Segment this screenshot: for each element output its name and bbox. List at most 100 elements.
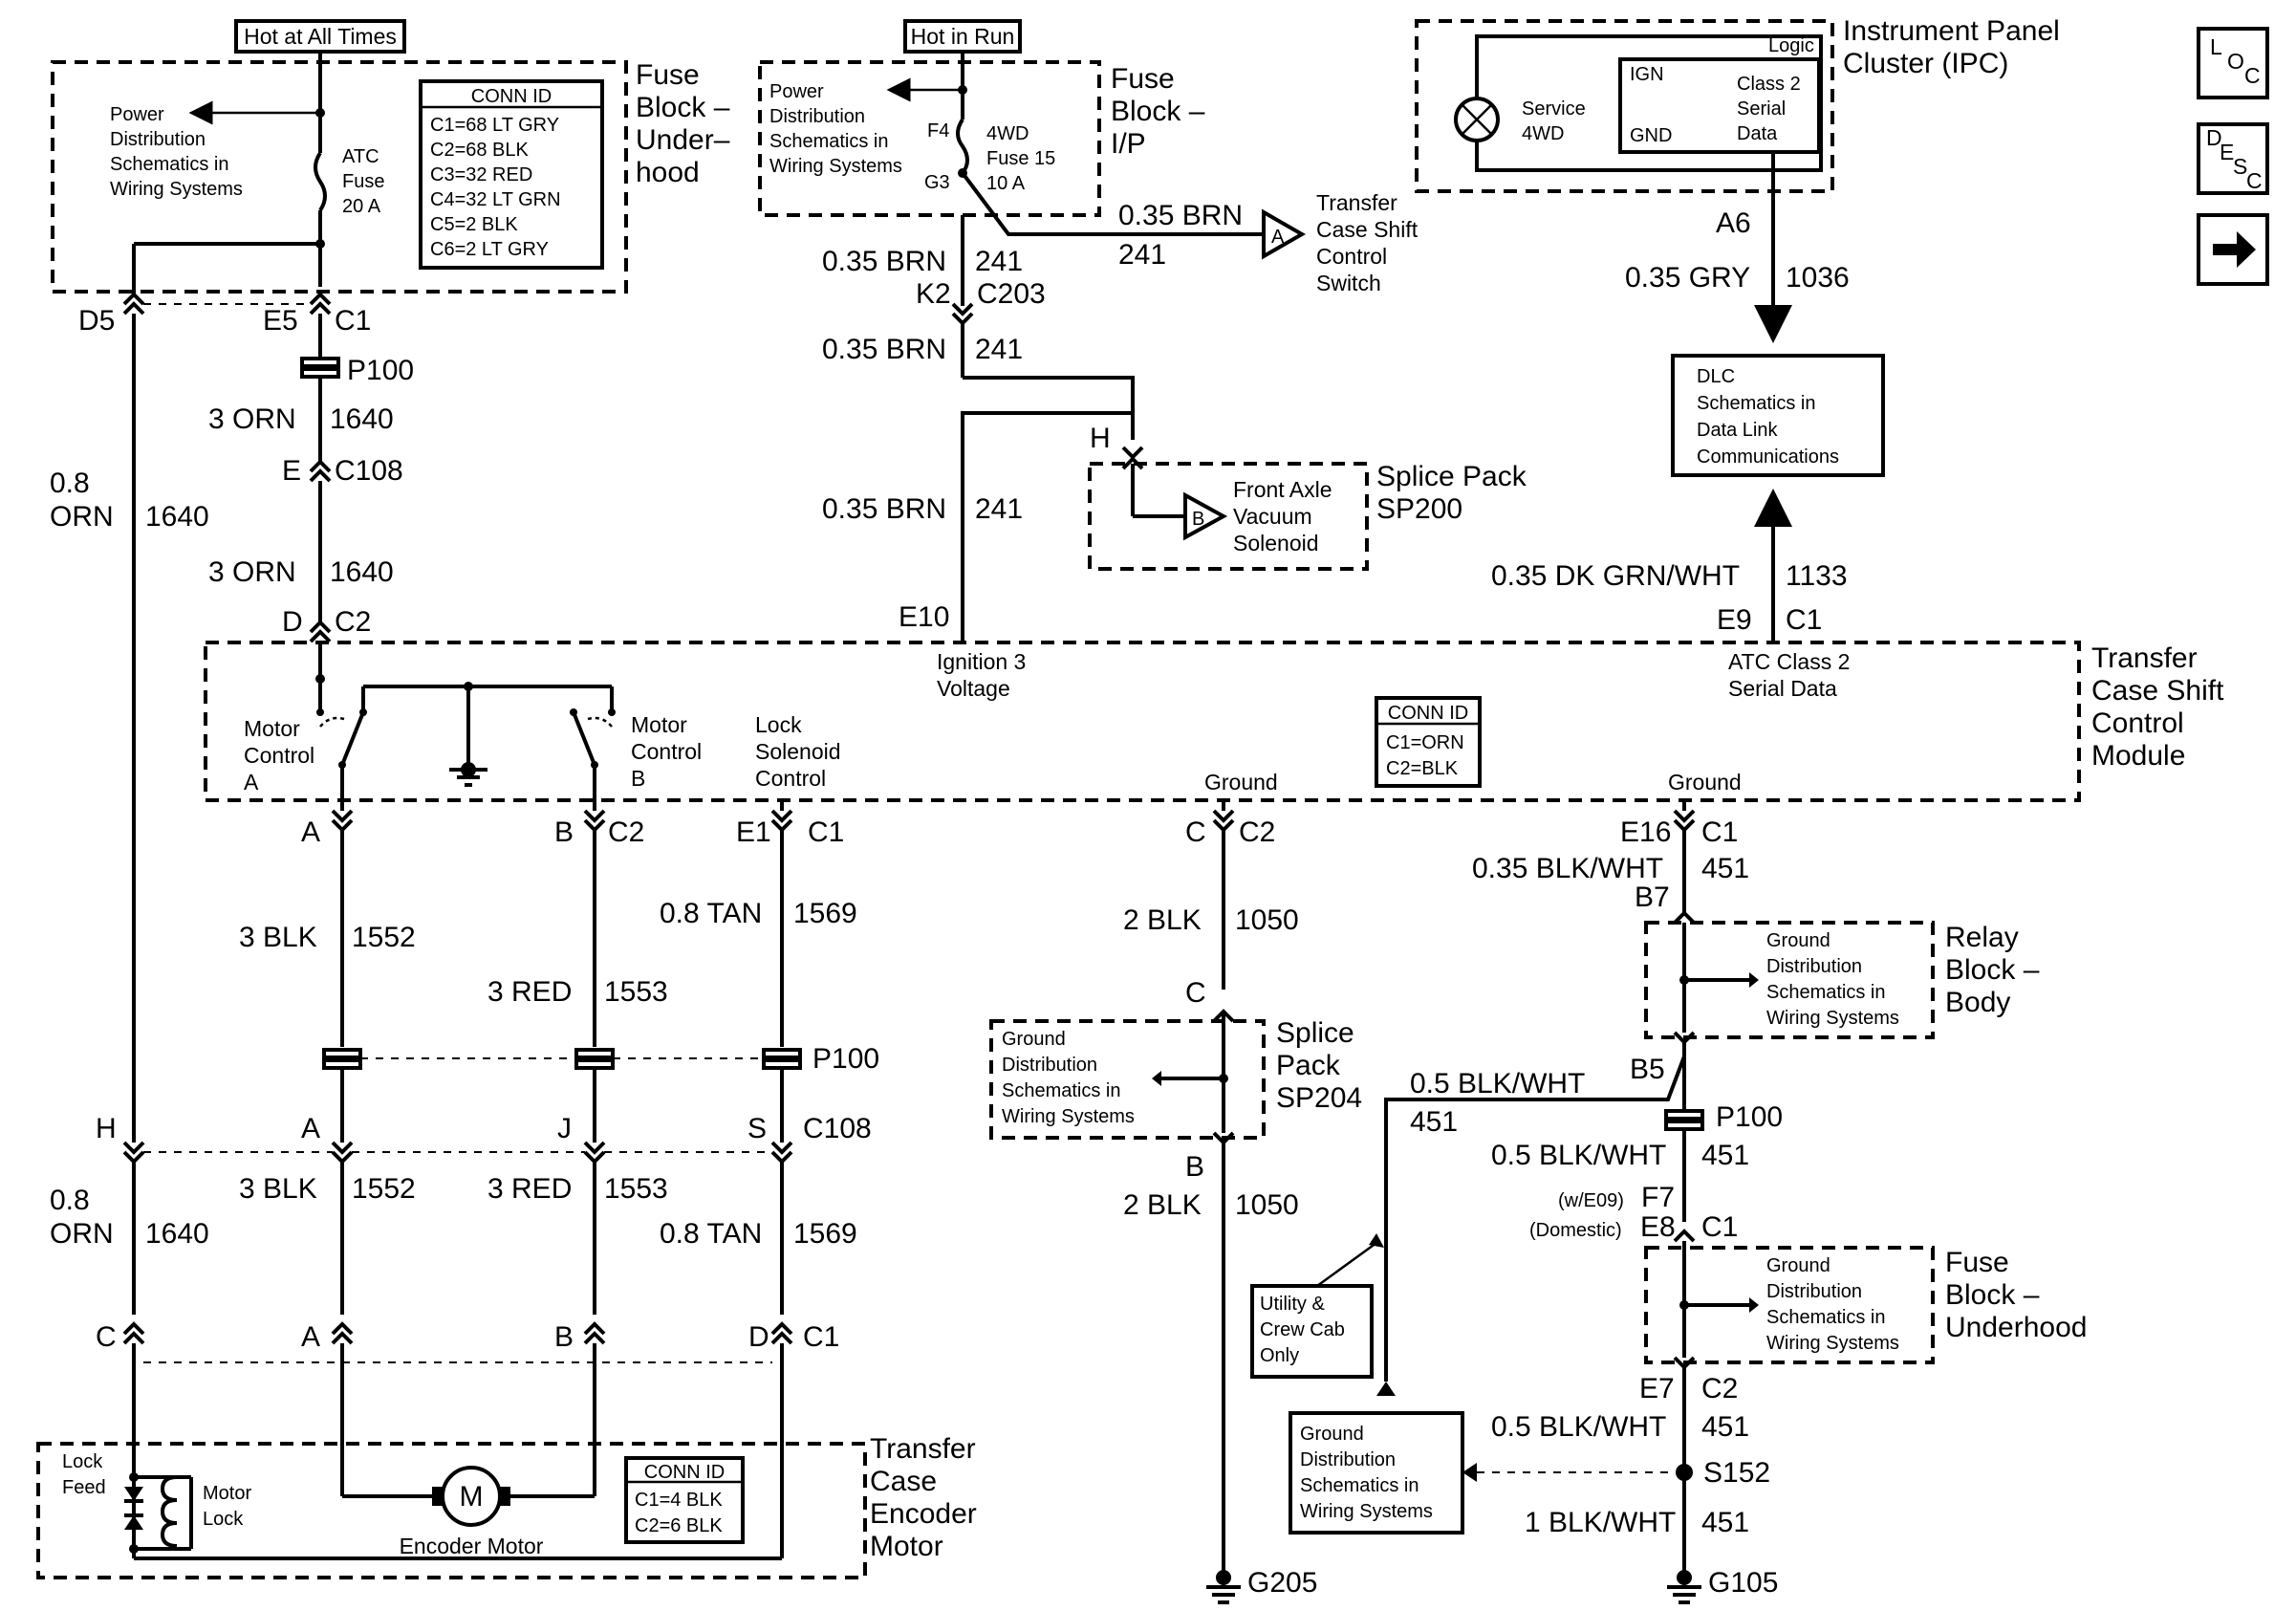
svg-text:B: B — [1192, 509, 1204, 530]
ground-dist-relay-label: Ground Distribution Schematics in Wiring… — [1766, 930, 1899, 1029]
svg-text:C2: C2 — [608, 816, 644, 848]
transfer-case-shift-control-module: Motor Control A Motor Control B Lock Sol… — [204, 641, 2224, 802]
desc-button[interactable]: D E S C — [2197, 122, 2269, 195]
svg-text:E: E — [2220, 140, 2234, 164]
atc-fuse-label: ATC Fuse 20 A — [342, 146, 390, 217]
svg-text:C1: C1 — [1701, 816, 1738, 848]
svg-text:1552: 1552 — [352, 1173, 416, 1205]
svg-text:0.35 BRN: 0.35 BRN — [1118, 200, 1243, 231]
svg-text:Ground: Ground — [1204, 770, 1278, 795]
svg-text:ORN: ORN — [50, 501, 114, 533]
svg-text:GND: GND — [1630, 125, 1672, 146]
svg-text:E5: E5 — [263, 305, 298, 337]
loc-button[interactable]: L O C — [2197, 27, 2269, 99]
svg-text:C108: C108 — [803, 1113, 872, 1144]
svg-text:1050: 1050 — [1235, 904, 1299, 936]
svg-text:E: E — [282, 455, 301, 487]
fuse-block-underhood-bottom: Ground Distribution Schematics in Wiring… — [1644, 1241, 2087, 1364]
svg-text:Logic: Logic — [1768, 35, 1814, 56]
svg-text:F4: F4 — [927, 120, 949, 142]
svg-text:IGN: IGN — [1630, 64, 1664, 85]
svg-text:C: C — [2246, 168, 2263, 193]
connector-a-arrow — [1262, 208, 1307, 260]
svg-text:0.35 DK GRN/WHT: 0.35 DK GRN/WHT — [1491, 560, 1740, 592]
svg-text:P100: P100 — [812, 1043, 879, 1075]
svg-text:H: H — [1090, 423, 1111, 454]
svg-text:3 RED: 3 RED — [487, 1173, 572, 1205]
fuse-block-ip: Power Distribution Schematics in Wiring … — [758, 52, 1213, 217]
svg-text:1640: 1640 — [145, 1218, 209, 1250]
svg-text:E7: E7 — [1639, 1373, 1675, 1404]
svg-text:C2=6 BLK: C2=6 BLK — [635, 1515, 723, 1536]
transfer-case-encoder-motor: M Encoder Motor Lock Feed Motor Lock CON… — [36, 1343, 985, 1579]
next-page-button[interactable] — [2197, 213, 2269, 286]
svg-text:C5=2 BLK: C5=2 BLK — [430, 214, 518, 235]
service-4wd-label: Service 4WD — [1522, 98, 1591, 144]
dlc-box: DLC Schematics in Data Link Communicatio… — [1671, 354, 1885, 477]
svg-text:S152: S152 — [1703, 1457, 1770, 1489]
p100-connector-top — [300, 357, 340, 368]
c108-connector-row — [122, 1141, 793, 1165]
svg-text:C1: C1 — [1701, 1211, 1738, 1243]
svg-text:E16: E16 — [1620, 816, 1671, 848]
module-pins — [331, 800, 1696, 833]
motor-control-b-label: Motor Control B — [631, 712, 708, 791]
svg-text:P100: P100 — [1716, 1101, 1783, 1133]
svg-text:1050: 1050 — [1235, 1189, 1299, 1221]
svg-text:1640: 1640 — [330, 403, 394, 435]
relay-block-body: Ground Distribution Schematics in Wiring… — [1644, 921, 2040, 1039]
hot-in-run-header: Hot in Run — [903, 19, 1022, 54]
conn-id-module: CONN ID C1=ORN C2=BLK — [1375, 696, 1482, 788]
svg-text:1036: 1036 — [1786, 262, 1850, 294]
svg-text:A: A — [301, 1321, 320, 1353]
svg-text:451: 451 — [1410, 1106, 1458, 1138]
encoder-motor-icon — [441, 1466, 502, 1527]
svg-text:1553: 1553 — [604, 1173, 668, 1205]
svg-text:Hot in Run: Hot in Run — [911, 24, 1015, 49]
svg-text:1553: 1553 — [604, 976, 668, 1008]
svg-text:B7: B7 — [1635, 882, 1670, 913]
svg-text:H: H — [96, 1113, 117, 1144]
svg-text:Ground: Ground — [1668, 770, 1742, 795]
svg-text:Fuse Block – Under: Fuse Block – Underhood — [1945, 1247, 2087, 1343]
svg-text:1569: 1569 — [793, 1218, 857, 1250]
svg-text:C2: C2 — [1239, 816, 1275, 848]
motor-lock-label: Motor Lock — [203, 1483, 257, 1530]
svg-text:Splice Pack SP200: Splice Pack SP200 — [1376, 461, 1534, 525]
front-axle-label: Front Axle Vacuum Solenoid — [1233, 477, 1338, 555]
svg-text:S: S — [2233, 154, 2247, 179]
svg-text:M: M — [460, 1481, 484, 1513]
svg-text:L: L — [2210, 34, 2222, 59]
svg-text:B5: B5 — [1630, 1054, 1665, 1085]
svg-text:B: B — [554, 1321, 574, 1353]
fuse-block-ip-label: Fuse Block – I/P — [1111, 63, 1213, 160]
conn-id-fuse-block: CONN ID C1=68 LT GRY C2=68 BLK C3=32 RED… — [419, 79, 604, 270]
svg-text:3 RED: 3 RED — [487, 976, 572, 1008]
svg-text:C2: C2 — [335, 606, 371, 638]
class2-label: Class 2 Serial Data — [1737, 74, 1806, 144]
svg-text:P100: P100 — [347, 355, 414, 386]
svg-text:241: 241 — [975, 246, 1023, 277]
svg-text:0.5 BLK/WHT: 0.5 BLK/WHT — [1491, 1140, 1666, 1171]
encoder-motor-title: Transfer Case Encoder Motor — [870, 1433, 985, 1562]
svg-text:D5: D5 — [78, 305, 115, 337]
svg-text:Encoder Motor: Encoder Motor — [400, 1534, 544, 1558]
power-dist-label-1: Power Distribution Schematics in Wiring … — [110, 104, 243, 200]
svg-text:Ground Distribution: Ground Distribution Schematics in Wiring… — [1300, 1424, 1433, 1522]
motor-control-a-label: Motor Control A — [244, 716, 321, 795]
p100-connector-right — [1664, 1109, 1704, 1131]
svg-text:Hot at All Times: Hot at All Times — [244, 24, 397, 49]
svg-text:A: A — [301, 1113, 320, 1144]
svg-text:C2=BLK: C2=BLK — [1386, 758, 1459, 779]
svg-text:E10: E10 — [899, 601, 949, 633]
encoder-connector-row — [122, 1321, 793, 1363]
svg-text:0.8 TAN: 0.8 TAN — [660, 898, 762, 929]
svg-text:J: J — [557, 1113, 572, 1144]
svg-text:241: 241 — [975, 493, 1023, 525]
svg-text:ORN: ORN — [50, 1218, 114, 1250]
ground-g205-icon — [1206, 1570, 1241, 1604]
svg-text:K2: K2 — [916, 278, 951, 310]
svg-text:C4=32 LT GRN: C4=32 LT GRN — [430, 189, 561, 210]
hot-at-all-times-header: Hot at All Times — [234, 19, 406, 54]
